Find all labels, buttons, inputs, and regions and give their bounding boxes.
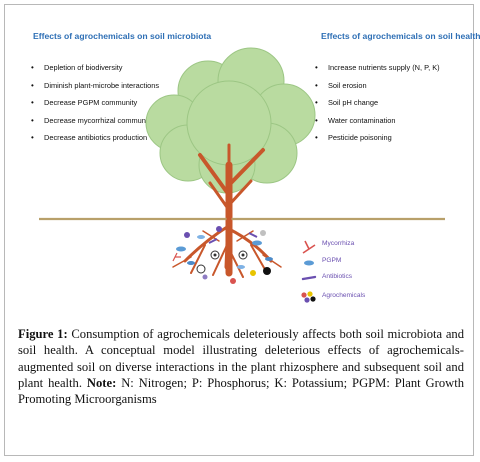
- list-item: Diminish plant-microbe interactions: [31, 81, 159, 99]
- legend-pgpm: PGPM: [322, 257, 342, 264]
- mycorrhiza-icon: [302, 240, 316, 254]
- antibiotics-icon: [301, 275, 317, 281]
- left-panel-heading: Effects of agrochemicals on soil microbi…: [33, 31, 212, 41]
- note-text: N: Nitrogen; P: Phosphorus; K: Potassium…: [18, 375, 465, 407]
- rhizosphere-particles: [172, 226, 273, 284]
- legend-antibiotics: Antibiotics: [322, 273, 353, 280]
- legend-mycorrhiza: Mycorrhiza: [322, 240, 355, 247]
- list-item: Soil pH change: [315, 98, 440, 116]
- left-effects-list: Depletion of biodiversity Diminish plant…: [31, 63, 159, 151]
- list-item: Increase nutrients supply (N, P, K): [315, 63, 440, 81]
- legend-agrochemicals: Agrochemicals: [322, 292, 366, 299]
- list-item: Decrease mycorrhizal community: [31, 116, 159, 134]
- legend-icons: [301, 240, 317, 303]
- list-item: Soil erosion: [315, 81, 440, 99]
- tree-illustration: [39, 47, 445, 303]
- tree-canopy: [145, 47, 316, 194]
- right-panel-heading: Effects of agrochemicals on soil health: [321, 31, 480, 41]
- right-effects-list: Increase nutrients supply (N, P, K) Soil…: [315, 63, 440, 151]
- figure-frame: Effects of agrochemicals on soil microbi…: [4, 4, 480, 456]
- pgpm-icon: [304, 260, 314, 266]
- list-item: Decrease antibiotics production: [31, 133, 159, 151]
- figure-caption: Figure 1: Consumption of agrochemicals d…: [18, 326, 464, 407]
- tree-roots: [172, 216, 282, 278]
- caption-text: Consumption of agrochemicals deleterious…: [18, 327, 465, 390]
- list-item: Decrease PGPM community: [31, 98, 159, 116]
- list-item: Pesticide poisoning: [315, 133, 440, 151]
- list-item: Water contamination: [315, 116, 440, 134]
- note-label: Note:: [86, 375, 117, 390]
- agrochemicals-icon: [301, 291, 316, 303]
- list-item: Depletion of biodiversity: [31, 63, 159, 81]
- caption-label: Figure 1:: [18, 327, 68, 341]
